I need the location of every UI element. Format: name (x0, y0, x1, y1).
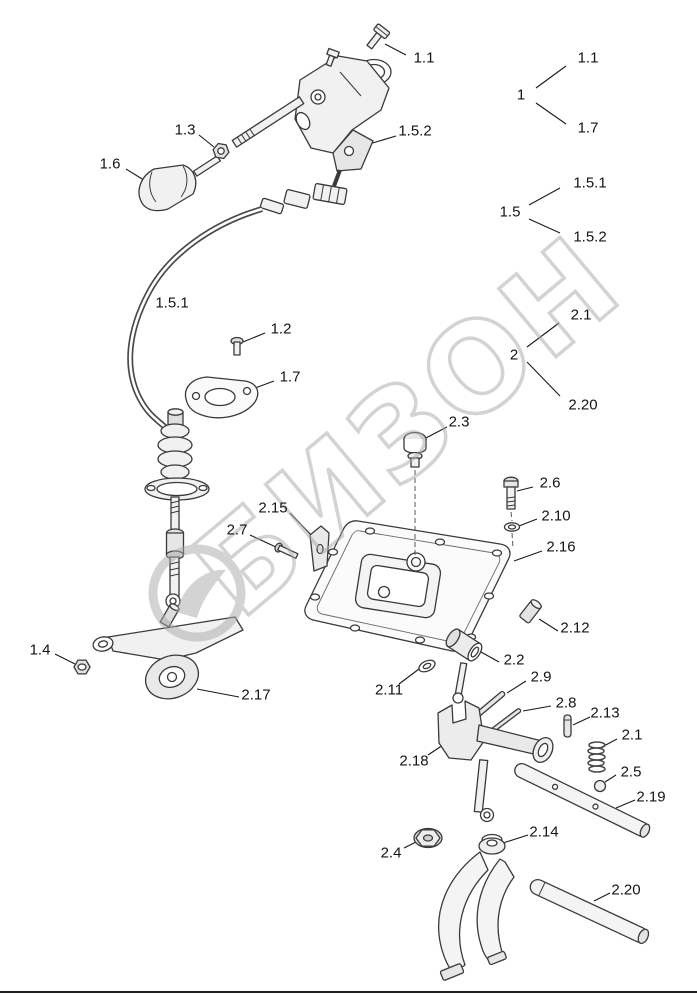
part-bushing-2-2 (445, 628, 483, 704)
part-nut-1-4 (73, 659, 91, 675)
part-washer-2-10 (503, 511, 521, 549)
part-bolt-1-1 (366, 23, 391, 50)
part-shift-head-2-18 (437, 700, 554, 823)
part-cable-1-5-1 (127, 169, 348, 431)
part-gasket-1-7 (184, 376, 259, 419)
bottom-rule (0, 991, 697, 993)
part-knob-1-6 (138, 164, 197, 212)
part-bolt-2-6 (503, 476, 519, 510)
part-bracket-2-15 (309, 525, 330, 572)
part-lever-arm-2-17 (92, 616, 244, 700)
part-pin-2-13 (563, 714, 572, 738)
part-shaft-2-20 (529, 878, 650, 945)
part-fork-2-14 (438, 833, 515, 981)
watermark-logo-leaf (176, 569, 226, 618)
part-shift-lever-rod (192, 96, 305, 177)
legend-connector-lines (526, 65, 567, 397)
part-plug-2-4 (413, 827, 443, 849)
part-bolt-2-7 (274, 542, 299, 559)
part-nut-1-3 (212, 142, 230, 160)
part-cover-plate-2-16 (304, 520, 511, 652)
part-bolt-1-2 (230, 336, 244, 356)
part-shift-tower-housing (294, 47, 392, 172)
watermark-logo-icon (148, 544, 246, 642)
part-plug-2-12 (519, 599, 542, 624)
part-shaft-2-19 (514, 762, 651, 838)
part-breather-2-3 (403, 431, 427, 555)
part-boot-bellows (144, 408, 210, 501)
part-spring-2-1 (587, 741, 606, 773)
part-washer-2-11 (418, 659, 436, 673)
part-ball-2-5 (593, 779, 607, 793)
